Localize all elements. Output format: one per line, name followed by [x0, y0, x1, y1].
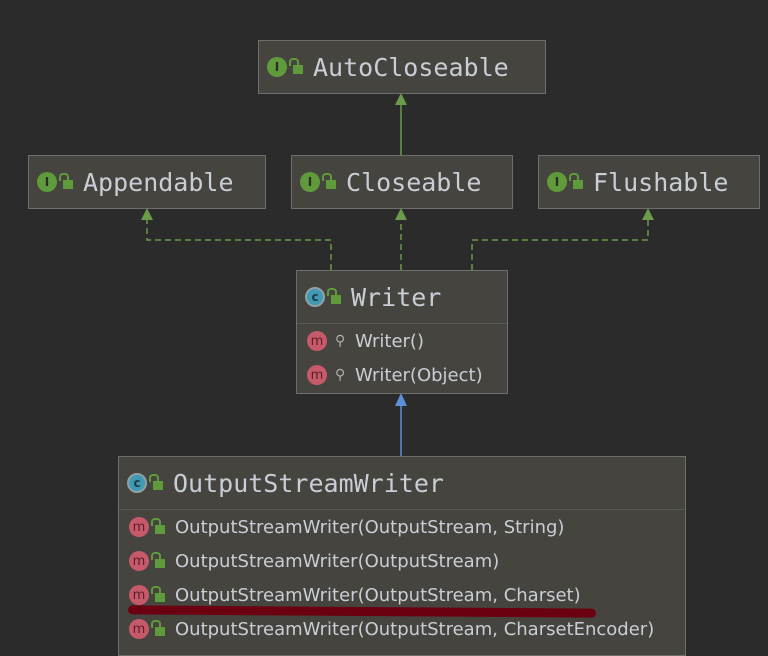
method-icon: m [307, 331, 327, 351]
method-row[interactable]: m OutputStreamWriter(OutputStream) [119, 544, 685, 578]
public-lock-icon [151, 619, 165, 636]
arrowhead [395, 93, 407, 105]
method-icon: m [129, 517, 149, 537]
method-icon: m [129, 585, 149, 605]
class-box-autocloseable[interactable]: I AutoCloseable [258, 40, 546, 94]
class-box-writer[interactable]: c Writer m ⚲ Writer() m ⚲ Writer(Object) [296, 270, 508, 394]
class-name: Writer [351, 282, 442, 312]
protected-key-icon: ⚲ [335, 367, 346, 383]
public-lock-icon [149, 473, 163, 490]
class-box-appendable[interactable]: I Appendable [28, 155, 266, 209]
protected-key-icon: ⚲ [335, 333, 346, 349]
class-box-closeable[interactable]: I Closeable [291, 155, 513, 209]
arrowhead [395, 208, 407, 220]
method-icon: m [307, 365, 327, 385]
public-lock-icon [151, 517, 165, 534]
arrowhead [395, 393, 407, 406]
interface-icon: I [547, 172, 567, 192]
public-lock-icon [59, 172, 73, 189]
method-label: Writer(Object) [355, 364, 483, 386]
method-row[interactable]: m ⚲ Writer(Object) [297, 358, 507, 392]
interface-icon: I [300, 172, 320, 192]
method-label: OutputStreamWriter(OutputStream) [175, 550, 500, 572]
public-lock-icon [327, 287, 341, 304]
arrowhead [141, 208, 153, 220]
class-name: Flushable [593, 167, 729, 197]
method-row[interactable]: m OutputStreamWriter(OutputStream, Charse… [119, 578, 685, 612]
class-icon: c [127, 473, 147, 493]
class-icon: c [305, 287, 325, 307]
method-label: OutputStreamWriter(OutputStream, String) [175, 516, 565, 538]
class-name: Closeable [346, 167, 482, 197]
class-name: AutoCloseable [313, 52, 509, 82]
method-label: OutputStreamWriter(OutputStream, Charset… [175, 584, 581, 606]
arrowhead [642, 208, 654, 220]
class-name: Appendable [83, 167, 234, 197]
method-icon: m [129, 551, 149, 571]
method-label: Writer() [355, 330, 424, 352]
class-box-flushable[interactable]: I Flushable [538, 155, 760, 209]
method-icon: m [129, 619, 149, 639]
writer-implements-appendable [146, 216, 332, 270]
public-lock-icon [151, 585, 165, 602]
method-label: OutputStreamWriter(OutputStream, Charset… [175, 618, 655, 640]
interface-icon: I [37, 172, 57, 192]
public-lock-icon [322, 172, 336, 189]
public-lock-icon [289, 57, 303, 74]
class-name: OutputStreamWriter [173, 468, 444, 498]
method-row[interactable]: m OutputStreamWriter(OutputStream, Charse… [119, 612, 685, 646]
interface-icon: I [267, 57, 287, 77]
writer-implements-flushable [471, 216, 649, 270]
method-row[interactable]: m ⚲ Writer() [297, 324, 507, 358]
method-row[interactable]: m OutputStreamWriter(OutputStream, String… [119, 510, 685, 544]
public-lock-icon [569, 172, 583, 189]
public-lock-icon [151, 551, 165, 568]
